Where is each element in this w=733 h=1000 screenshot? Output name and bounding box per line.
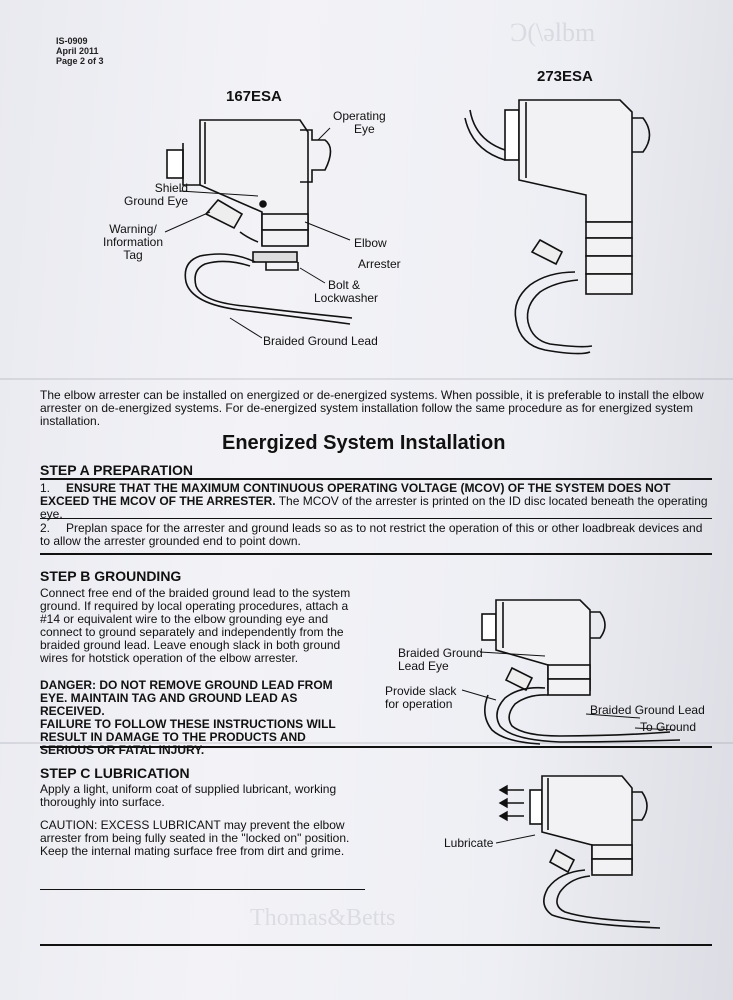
step-b-text: Connect free end of the braided ground l… [40,587,365,665]
text-line: DANGER: DO NOT REMOVE GROUND LEAD FROM [40,678,333,692]
text-line: braided ground lead. Leave enough slack … [40,638,341,652]
text-line: Keep the internal mating surface free fr… [40,844,345,858]
text-line: EYE. MAINTAIN TAG AND GROUND LEAD AS REC… [40,691,298,718]
text-line: RESULT IN DAMAGE TO THE PRODUCTS AND [40,730,306,744]
label-line: Operating [333,109,386,123]
text-line: ground. If required by local operating p… [40,599,349,613]
braided-ground-lead-eye-label: Braided Ground Lead Eye [398,647,483,673]
text-line: CAUTION: EXCESS LUBRICANT may prevent th… [40,818,345,832]
label-line: Lockwasher [314,291,379,305]
text-line: thoroughly into surface. [40,795,165,809]
mcov-note: The MCOV of the arrester is printed on t… [40,494,708,521]
divider [40,518,712,519]
item-number: 2. [40,521,51,535]
label-line: Braided Ground [398,646,483,660]
provide-slack-label: Provide slack for operation [385,685,456,711]
text-line: #14 or equivalent wire to the elbow grou… [40,612,329,626]
text-line: arrester from being fully seated in the … [40,831,350,845]
step-c-title: STEP C LUBRICATION [40,765,190,781]
operating-eye-label: Operating Eye [333,110,386,136]
item-number: 1. [40,481,51,495]
paper-fold [0,378,733,380]
mcov-warning: ENSURE THAT THE MAXIMUM CONTINUOUS OPERA… [40,481,671,508]
label-line: Information [103,235,164,249]
caution-note: CAUTION: EXCESS LUBRICANT may prevent th… [40,819,365,858]
model-273esa-label: 273ESA [537,68,593,85]
step-b-title: STEP B GROUNDING [40,568,182,584]
elbow-arrester-273esa-drawing [464,99,651,355]
label-line: Arrester [358,257,401,271]
divider [40,478,712,480]
braided-ground-lead-label: Braided Ground Lead [263,334,378,348]
page-number: Page 2 of 3 [56,56,104,66]
shield-ground-eye-label: Shield Ground Eye [124,182,188,208]
bleed-through-text: Thomas&Betts [250,905,396,931]
text-line: Connect free end of the braided ground l… [40,586,351,600]
label-line: Ground Eye [124,194,189,208]
step-a-item-1: 1.ENSURE THAT THE MAXIMUM CONTINUOUS OPE… [40,482,712,521]
braided-ground-lead-label: Braided Ground Lead [590,703,705,717]
step-c-text: Apply a light, uniform coat of supplied … [40,783,365,809]
divider [40,553,712,555]
bolt-lockwasher-label: Bolt & Lockwasher [314,279,378,305]
label-line: Bolt & [328,278,361,292]
text-line: FAILURE TO FOLLOW THESE INSTRUCTIONS WIL… [40,717,336,731]
label-line: Provide slack [385,684,457,698]
intro-paragraph: The elbow arrester can be installed on e… [40,388,704,428]
elbow-arrester-167esa-drawing [164,119,353,339]
paper-fold [0,742,733,744]
model-167esa-label: 167ESA [226,88,282,105]
section-title: Energized System Installation [222,432,506,454]
warning-tag-label: Warning/ Information Tag [103,223,163,262]
label-line: Lead Eye [398,659,449,673]
text-line: connect to ground separately and indepen… [40,625,344,639]
danger-warning: DANGER: DO NOT REMOVE GROUND LEAD FROM E… [40,679,365,757]
divider [40,889,365,890]
lubricate-label: Lubricate [444,836,494,850]
text-line: Apply a light, uniform coat of supplied … [40,782,337,796]
text-line: wires for hotstick operation of the elbo… [40,651,299,665]
label-line: for operation [385,697,453,711]
label-line: Warning/ [109,222,157,236]
to-ground-label: To Ground [640,720,697,734]
doc-date: April 2011 [56,46,99,56]
label-line: Tag [123,248,143,262]
elbow-arrester-label: Elbow Arrester [354,237,401,271]
doc-number: IS-0909 [56,36,88,46]
bleed-through-text: Ɔ(\əlbm [510,18,596,47]
label-line: Shield [154,181,189,195]
preplan-note: Preplan space for the arrester and groun… [40,521,703,548]
divider [40,944,712,946]
label-line: Elbow [354,236,387,250]
divider [40,746,712,748]
document-id: IS-0909 April 2011 Page 2 of 3 [56,36,104,66]
step-a-title: STEP A PREPARATION [40,462,193,478]
step-a-item-2: 2.Preplan space for the arrester and gro… [40,522,712,548]
label-line: Eye [354,122,375,136]
